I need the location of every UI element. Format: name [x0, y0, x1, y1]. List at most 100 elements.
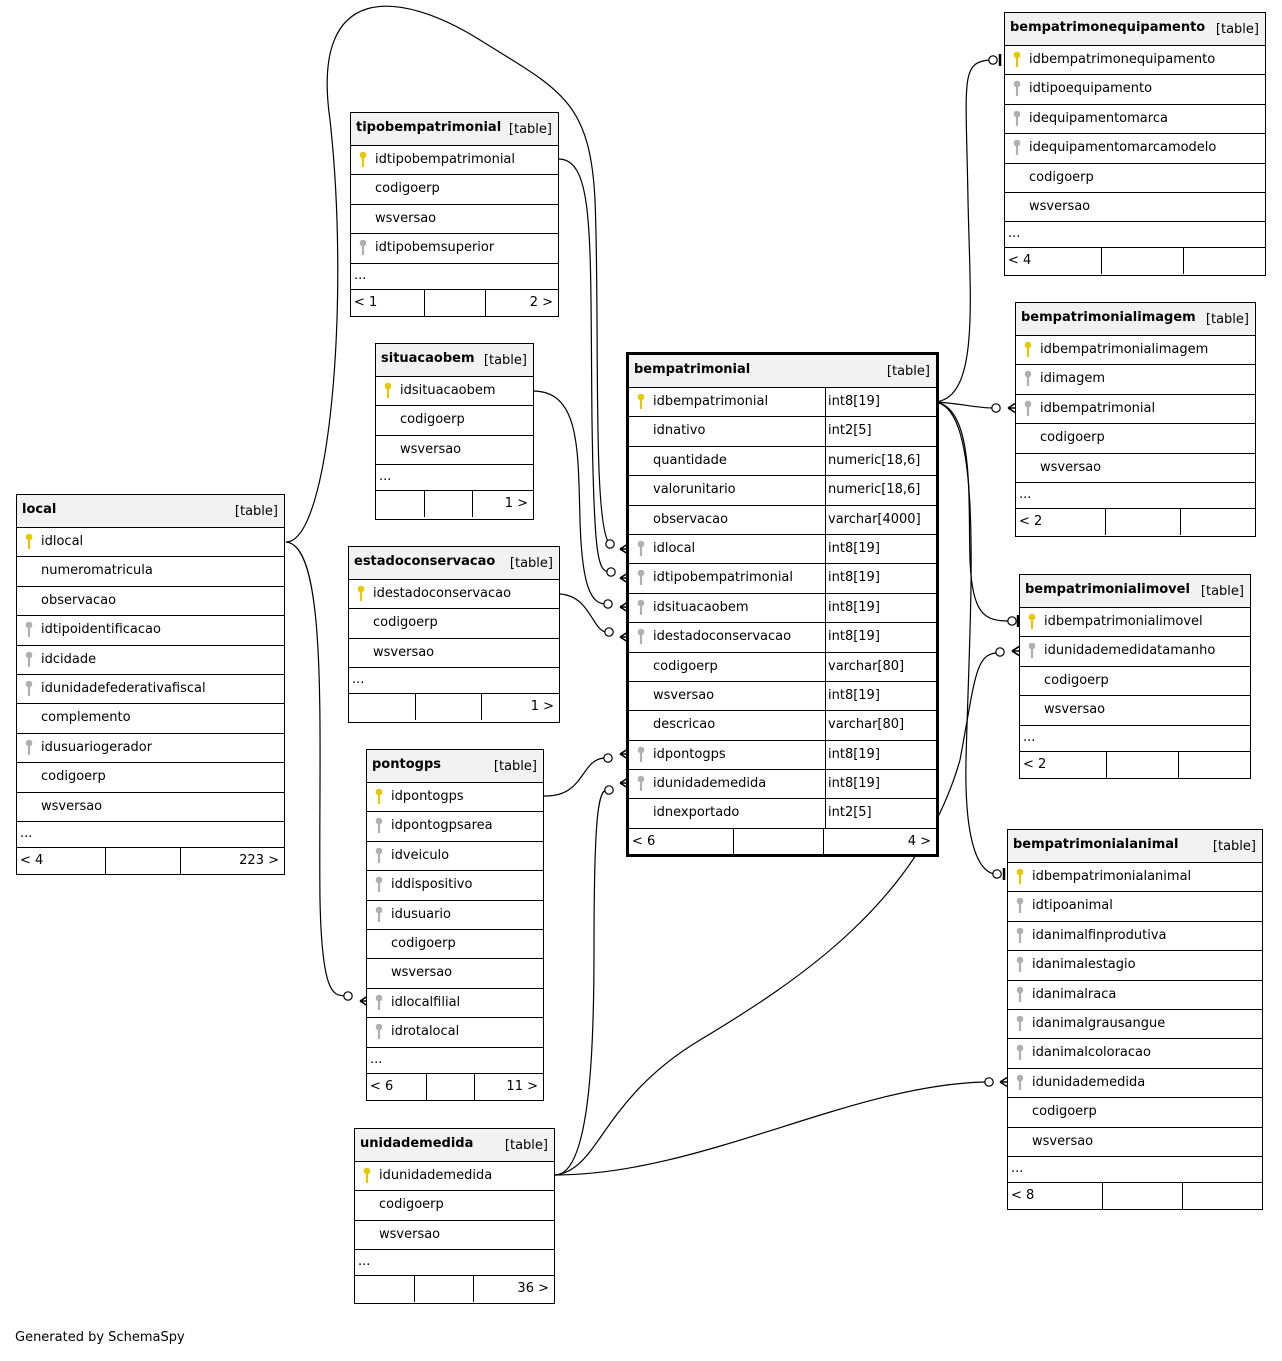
parents-count[interactable]: < 2: [1023, 756, 1047, 772]
column-row[interactable]: wsversao: [1005, 193, 1265, 223]
parents-count[interactable]: < 1: [354, 294, 378, 310]
column-row[interactable]: idtipobempatrimonial: [351, 146, 558, 176]
column-row[interactable]: idusuario: [367, 901, 543, 930]
column-row[interactable]: idpontogps: [367, 783, 543, 813]
column-row[interactable]: idtipoidentificacao: [17, 616, 284, 646]
column-row[interactable]: idimagem: [1016, 365, 1255, 395]
table-bempatrimonequipamento[interactable]: bempatrimonequipamento[table]idbempatrim…: [1004, 12, 1266, 276]
more-columns-row[interactable]: ...: [376, 465, 533, 492]
column-row[interactable]: idanimalfinprodutiva: [1008, 922, 1262, 952]
children-count[interactable]: 1 >: [530, 699, 554, 715]
column-row[interactable]: idunidadefederativafiscal: [17, 675, 284, 705]
table-name[interactable]: situacaobem: [381, 351, 475, 366]
column-row[interactable]: codigoerp: [351, 175, 558, 205]
more-columns-row[interactable]: ...: [17, 822, 284, 848]
column-row[interactable]: codigoerp: [1008, 1098, 1262, 1128]
table-name[interactable]: bempatrimonialanimal: [1013, 837, 1179, 852]
column-row[interactable]: idequipamentomarcamodelo: [1005, 134, 1265, 164]
children-count[interactable]: 1 >: [504, 496, 528, 512]
table-estadoconservacao[interactable]: estadoconservacao[table]idestadoconserva…: [348, 546, 560, 723]
column-row[interactable]: codigoerp: [1016, 424, 1255, 454]
column-row[interactable]: wsversao: [1020, 696, 1250, 726]
children-count[interactable]: 4 >: [907, 833, 931, 849]
column-row[interactable]: idanimalestagio: [1008, 951, 1262, 981]
table-name[interactable]: bempatrimonial: [634, 362, 751, 377]
column-row[interactable]: idtipoequipamento: [1005, 75, 1265, 105]
table-name[interactable]: unidademedida: [360, 1136, 474, 1151]
column-row[interactable]: idcidade: [17, 646, 284, 675]
parents-count[interactable]: < 2: [1019, 513, 1043, 529]
column-row[interactable]: codigoerp: [349, 609, 559, 639]
column-row[interactable]: idsituacaobem: [376, 377, 533, 407]
column-row[interactable]: idrotalocal: [367, 1018, 543, 1048]
column-row[interactable]: iddispositivo: [367, 871, 543, 901]
column-row[interactable]: codigoerp: [376, 406, 533, 436]
children-count[interactable]: 36 >: [517, 1281, 549, 1297]
column-row[interactable]: idunidademedida: [1008, 1069, 1262, 1099]
column-row[interactable]: idunidademedida: [355, 1162, 554, 1192]
table-bempatrimonialimagem[interactable]: bempatrimonialimagem[table]idbempatrimon…: [1015, 302, 1256, 537]
column-row[interactable]: complemento: [17, 704, 284, 734]
column-row[interactable]: wsversao: [355, 1221, 554, 1251]
column-row[interactable]: idpontogpsarea: [367, 812, 543, 842]
table-name[interactable]: tipobempatrimonial: [356, 120, 502, 135]
column-row[interactable]: wsversao: [17, 793, 284, 822]
table-bempatrimonialanimal[interactable]: bempatrimonialanimal[table]idbempatrimon…: [1007, 829, 1263, 1210]
column-row[interactable]: codigoerp: [1020, 667, 1250, 697]
column-row[interactable]: idusuariogerador: [17, 734, 284, 764]
children-count[interactable]: 11 >: [506, 1078, 538, 1094]
column-row[interactable]: idanimalgrausangue: [1008, 1010, 1262, 1040]
column-row[interactable]: wsversao: [1008, 1128, 1262, 1157]
column-row[interactable]: wsversao: [367, 959, 543, 989]
column-row[interactable]: idbempatrimonial: [1016, 395, 1255, 425]
column-row[interactable]: idanimalraca: [1008, 981, 1262, 1010]
more-columns-row[interactable]: ...: [1016, 483, 1255, 509]
more-columns-row[interactable]: ...: [351, 264, 558, 290]
column-row[interactable]: idunidademedidatamanho: [1020, 637, 1250, 667]
column-row[interactable]: idlocal: [17, 528, 284, 558]
table-name[interactable]: estadoconservacao: [354, 554, 496, 569]
column-row[interactable]: codigoerp: [1005, 164, 1265, 193]
column-row[interactable]: idbempatrimonialanimal: [1008, 863, 1262, 893]
more-columns-row[interactable]: ...: [1020, 726, 1250, 752]
column-row[interactable]: wsversao: [349, 639, 559, 669]
table-name[interactable]: bempatrimonialimagem: [1021, 310, 1196, 325]
column-row[interactable]: idtipoanimal: [1008, 892, 1262, 922]
column-row[interactable]: observacao: [17, 587, 284, 617]
more-columns-row[interactable]: ...: [367, 1048, 543, 1074]
table-bempatrimonialimovel[interactable]: bempatrimonialimovel[table]idbempatrimon…: [1019, 574, 1251, 779]
parents-count[interactable]: < 4: [20, 852, 44, 868]
children-count[interactable]: 223 >: [239, 852, 279, 868]
column-row[interactable]: codigoerp: [17, 763, 284, 793]
table-name[interactable]: bempatrimonequipamento: [1010, 20, 1206, 35]
column-row[interactable]: codigoerp: [355, 1191, 554, 1221]
table-tipobempatrimonial[interactable]: tipobempatrimonial[table]idtipobempatrim…: [350, 112, 559, 317]
column-row[interactable]: idanimalcoloracao: [1008, 1039, 1262, 1069]
column-row[interactable]: idequipamentomarca: [1005, 105, 1265, 135]
column-row[interactable]: wsversao: [1016, 454, 1255, 483]
column-row[interactable]: idbempatrimonequipamento: [1005, 46, 1265, 76]
column-row[interactable]: wsversao: [376, 436, 533, 466]
table-name[interactable]: pontogps: [372, 757, 441, 772]
parents-count[interactable]: < 4: [1008, 253, 1032, 269]
parents-count[interactable]: < 6: [370, 1078, 394, 1094]
table-name[interactable]: local: [22, 502, 57, 517]
parents-count[interactable]: < 6: [632, 833, 656, 849]
column-row[interactable]: idtipobemsuperior: [351, 234, 558, 264]
